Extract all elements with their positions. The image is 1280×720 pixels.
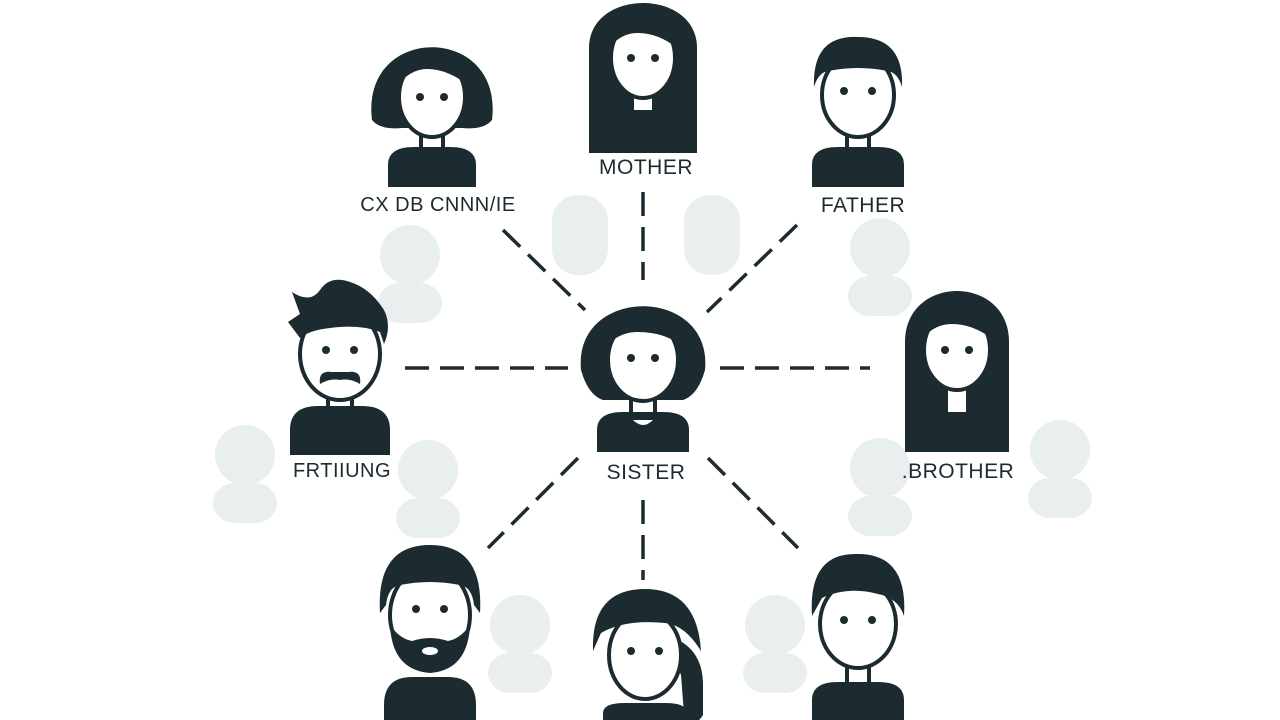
ghost-figures bbox=[213, 195, 1092, 693]
connector-top-left bbox=[501, 228, 587, 312]
man-mustache-icon bbox=[288, 279, 390, 455]
label-sister: SISTER bbox=[606, 461, 686, 484]
ghost-figure bbox=[1028, 420, 1092, 518]
woman-long-hair-icon bbox=[905, 291, 1009, 452]
label-brother: .BROTHER bbox=[901, 460, 1015, 483]
boy-icon bbox=[812, 36, 904, 187]
ghost-figure bbox=[378, 225, 442, 323]
boy-icon bbox=[811, 553, 905, 720]
father-figure bbox=[812, 36, 904, 187]
bottom-right-figure bbox=[811, 553, 905, 720]
connector-bottom-right bbox=[706, 456, 800, 550]
connector-top-right bbox=[705, 223, 799, 314]
bottom-figure bbox=[592, 589, 703, 720]
sister-figure bbox=[580, 306, 706, 452]
label-father: FATHER bbox=[820, 194, 906, 217]
label-left: FRTIIUNG bbox=[292, 460, 392, 482]
ghost-figure bbox=[488, 595, 552, 693]
ghost-figure bbox=[552, 195, 608, 275]
label-mother: MOTHER bbox=[599, 156, 693, 179]
right-figure bbox=[905, 291, 1009, 452]
connector-bottom-left bbox=[486, 456, 580, 550]
woman-bob-icon bbox=[580, 306, 706, 452]
connectors bbox=[405, 192, 870, 580]
label-top-left: CX DB CNNN/IE bbox=[360, 194, 516, 216]
man-beard-icon bbox=[379, 545, 481, 720]
top-left-figure bbox=[371, 47, 493, 187]
bottom-left-figure bbox=[379, 545, 481, 720]
ghost-figure bbox=[848, 438, 912, 536]
woman-bob-icon bbox=[371, 47, 493, 187]
left-figure bbox=[288, 279, 390, 455]
ghost-figure bbox=[396, 440, 460, 538]
woman-long-hair-icon bbox=[589, 3, 697, 153]
woman-side-hair-icon bbox=[592, 589, 703, 720]
ghost-figure bbox=[684, 195, 740, 275]
ghost-figure bbox=[743, 595, 807, 693]
mother-figure bbox=[589, 3, 697, 153]
ghost-figure bbox=[213, 425, 277, 523]
ghost-figure bbox=[848, 218, 912, 316]
